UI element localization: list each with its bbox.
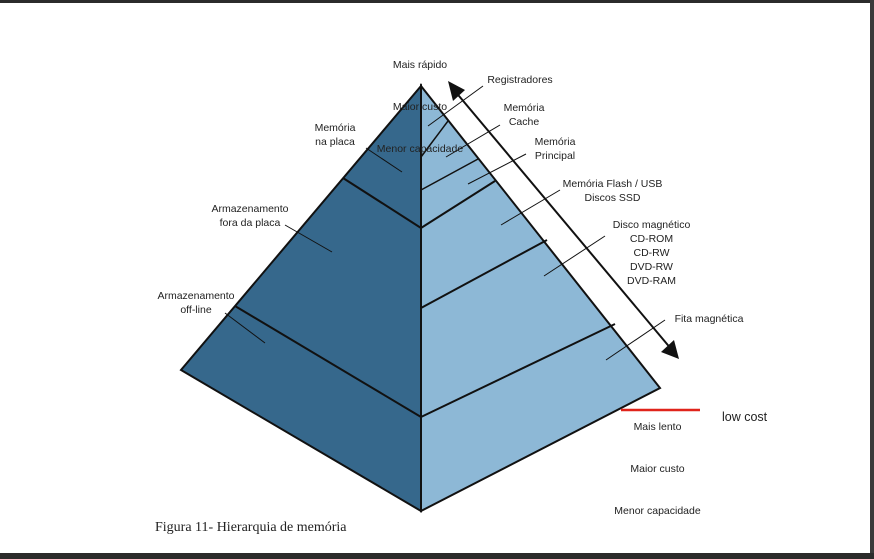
left-level-line bbox=[342, 177, 422, 229]
right-level-line bbox=[420, 323, 616, 418]
right-label-flash-ssd: Memória Flash / USB Discos SSD bbox=[562, 178, 663, 204]
bottom-label: Mais lento Maior custo Menor capacidade bbox=[605, 392, 710, 532]
leader-line bbox=[605, 319, 666, 361]
right-label-tape: Fita magnética bbox=[674, 313, 744, 325]
bottom-label-line3: Menor capacidade bbox=[614, 505, 701, 517]
right-level-line bbox=[420, 158, 479, 191]
handwritten-note: low cost bbox=[722, 410, 768, 424]
right-level-line bbox=[420, 120, 449, 158]
leader-line bbox=[467, 153, 527, 185]
left-label-off-board: Armazenamento fora da placa bbox=[211, 203, 289, 229]
right-level-line bbox=[420, 180, 496, 229]
top-label: Mais rápido Maior custo Menor capacidade bbox=[370, 30, 470, 170]
right-label-cache: Memória Cache bbox=[503, 102, 545, 128]
bottom-label-line2: Maior custo bbox=[630, 463, 685, 475]
top-bar bbox=[0, 0, 874, 3]
left-label-on-board: Memória na placa bbox=[314, 122, 356, 148]
right-label-magnetic-disk: Disco magnético CD-ROM CD-RW DVD-RW DVD-… bbox=[612, 219, 691, 287]
bottom-label-line1: Mais lento bbox=[633, 421, 682, 433]
top-label-line1: Mais rápido bbox=[392, 59, 448, 71]
left-label-offline: Armazenamento off-line bbox=[157, 290, 235, 316]
top-label-line2: Maior custo bbox=[392, 101, 448, 113]
leader-line bbox=[284, 224, 333, 253]
speed-arrow-shaft bbox=[453, 89, 673, 351]
left-level-line bbox=[234, 305, 422, 418]
right-level-line bbox=[420, 239, 548, 309]
arrow-head-down-icon bbox=[661, 340, 679, 359]
bottom-bar bbox=[0, 553, 874, 559]
right-label-main-memory: Memória Principal bbox=[534, 136, 576, 162]
leader-line bbox=[224, 312, 266, 344]
right-label-registers: Registradores bbox=[487, 74, 553, 86]
leader-line bbox=[445, 124, 501, 158]
leader-line bbox=[427, 85, 484, 127]
arrow-head-up-icon bbox=[448, 81, 465, 101]
top-label-line3: Menor capacidade bbox=[376, 143, 464, 155]
leader-line bbox=[543, 235, 606, 277]
right-edge bbox=[870, 0, 874, 559]
figure-caption: Figura 11- Hierarquia de memória bbox=[155, 520, 347, 535]
leader-line bbox=[365, 147, 403, 173]
leader-line bbox=[500, 189, 561, 226]
